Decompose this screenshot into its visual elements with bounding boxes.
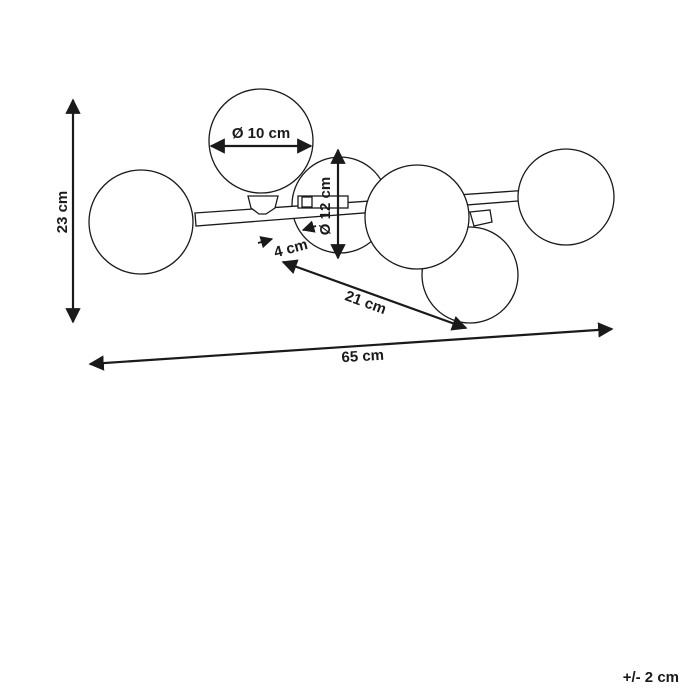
offset-arrow-right	[301, 220, 317, 233]
depth-dimension-line	[281, 259, 468, 331]
globe-right	[517, 148, 615, 246]
width-dimension-line	[88, 322, 614, 371]
lamp-illustration	[88, 88, 615, 324]
globe-small-diameter-label: Ø 10 cm	[232, 125, 290, 142]
offset-arrow-left	[257, 236, 274, 249]
width-label: 65 cm	[341, 347, 385, 367]
offset-dimension	[257, 220, 317, 249]
globe-large-diameter-label: Ø 12 cm	[317, 177, 334, 235]
dimension-lines	[65, 98, 614, 371]
globe-left	[88, 169, 194, 275]
socket-small	[247, 195, 279, 215]
tolerance-note: +/- 2 cm	[623, 669, 679, 686]
globe-center-front	[364, 164, 470, 270]
mount-screw	[301, 196, 313, 208]
offset-label: 4 cm	[272, 236, 309, 261]
height-label: 23 cm	[54, 191, 71, 234]
socket-lower	[469, 209, 493, 227]
